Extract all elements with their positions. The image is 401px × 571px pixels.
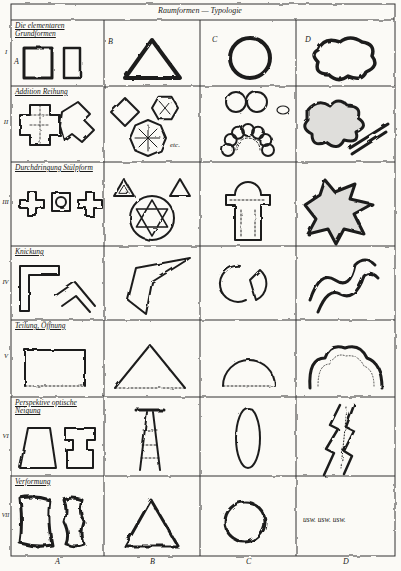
cell-letter: C	[212, 36, 221, 45]
row-numeral: I	[1, 48, 11, 55]
cell-letter: etc.	[170, 142, 194, 150]
row-heading: Durchdringung Stülpform	[15, 164, 101, 172]
row-numeral: II	[1, 118, 11, 125]
grid-lines	[11, 4, 395, 556]
row-heading: Teilung, Öffnung	[15, 322, 101, 330]
cell-letter: D	[343, 558, 352, 567]
row-heading: Addition Reihung	[15, 88, 101, 96]
row-heading: Knickung	[15, 248, 101, 256]
deformed-sketches	[20, 497, 265, 546]
cell-letter: C	[246, 558, 255, 567]
sheet-title: Raumformen — Typologie	[110, 7, 290, 16]
shape-sketches	[20, 38, 388, 475]
cell-letter: D	[305, 36, 314, 45]
row-numeral: VI	[0, 432, 11, 439]
row-numeral: IV	[0, 278, 11, 285]
cell-letter: A	[55, 558, 64, 567]
row-heading: Die elementaren Grundformen	[15, 22, 101, 39]
row-numeral: III	[0, 198, 11, 205]
cell-letter: usw. usw. usw.	[303, 516, 391, 524]
row-numeral: VII	[0, 512, 11, 519]
cell-letter: A	[14, 58, 23, 67]
cell-letter: B	[150, 558, 159, 567]
cell-letter: B	[108, 38, 117, 47]
row-numeral: V	[1, 352, 11, 359]
row-heading: Verformung	[15, 478, 101, 486]
row-heading: Perspektive optische Neigung	[15, 399, 101, 416]
